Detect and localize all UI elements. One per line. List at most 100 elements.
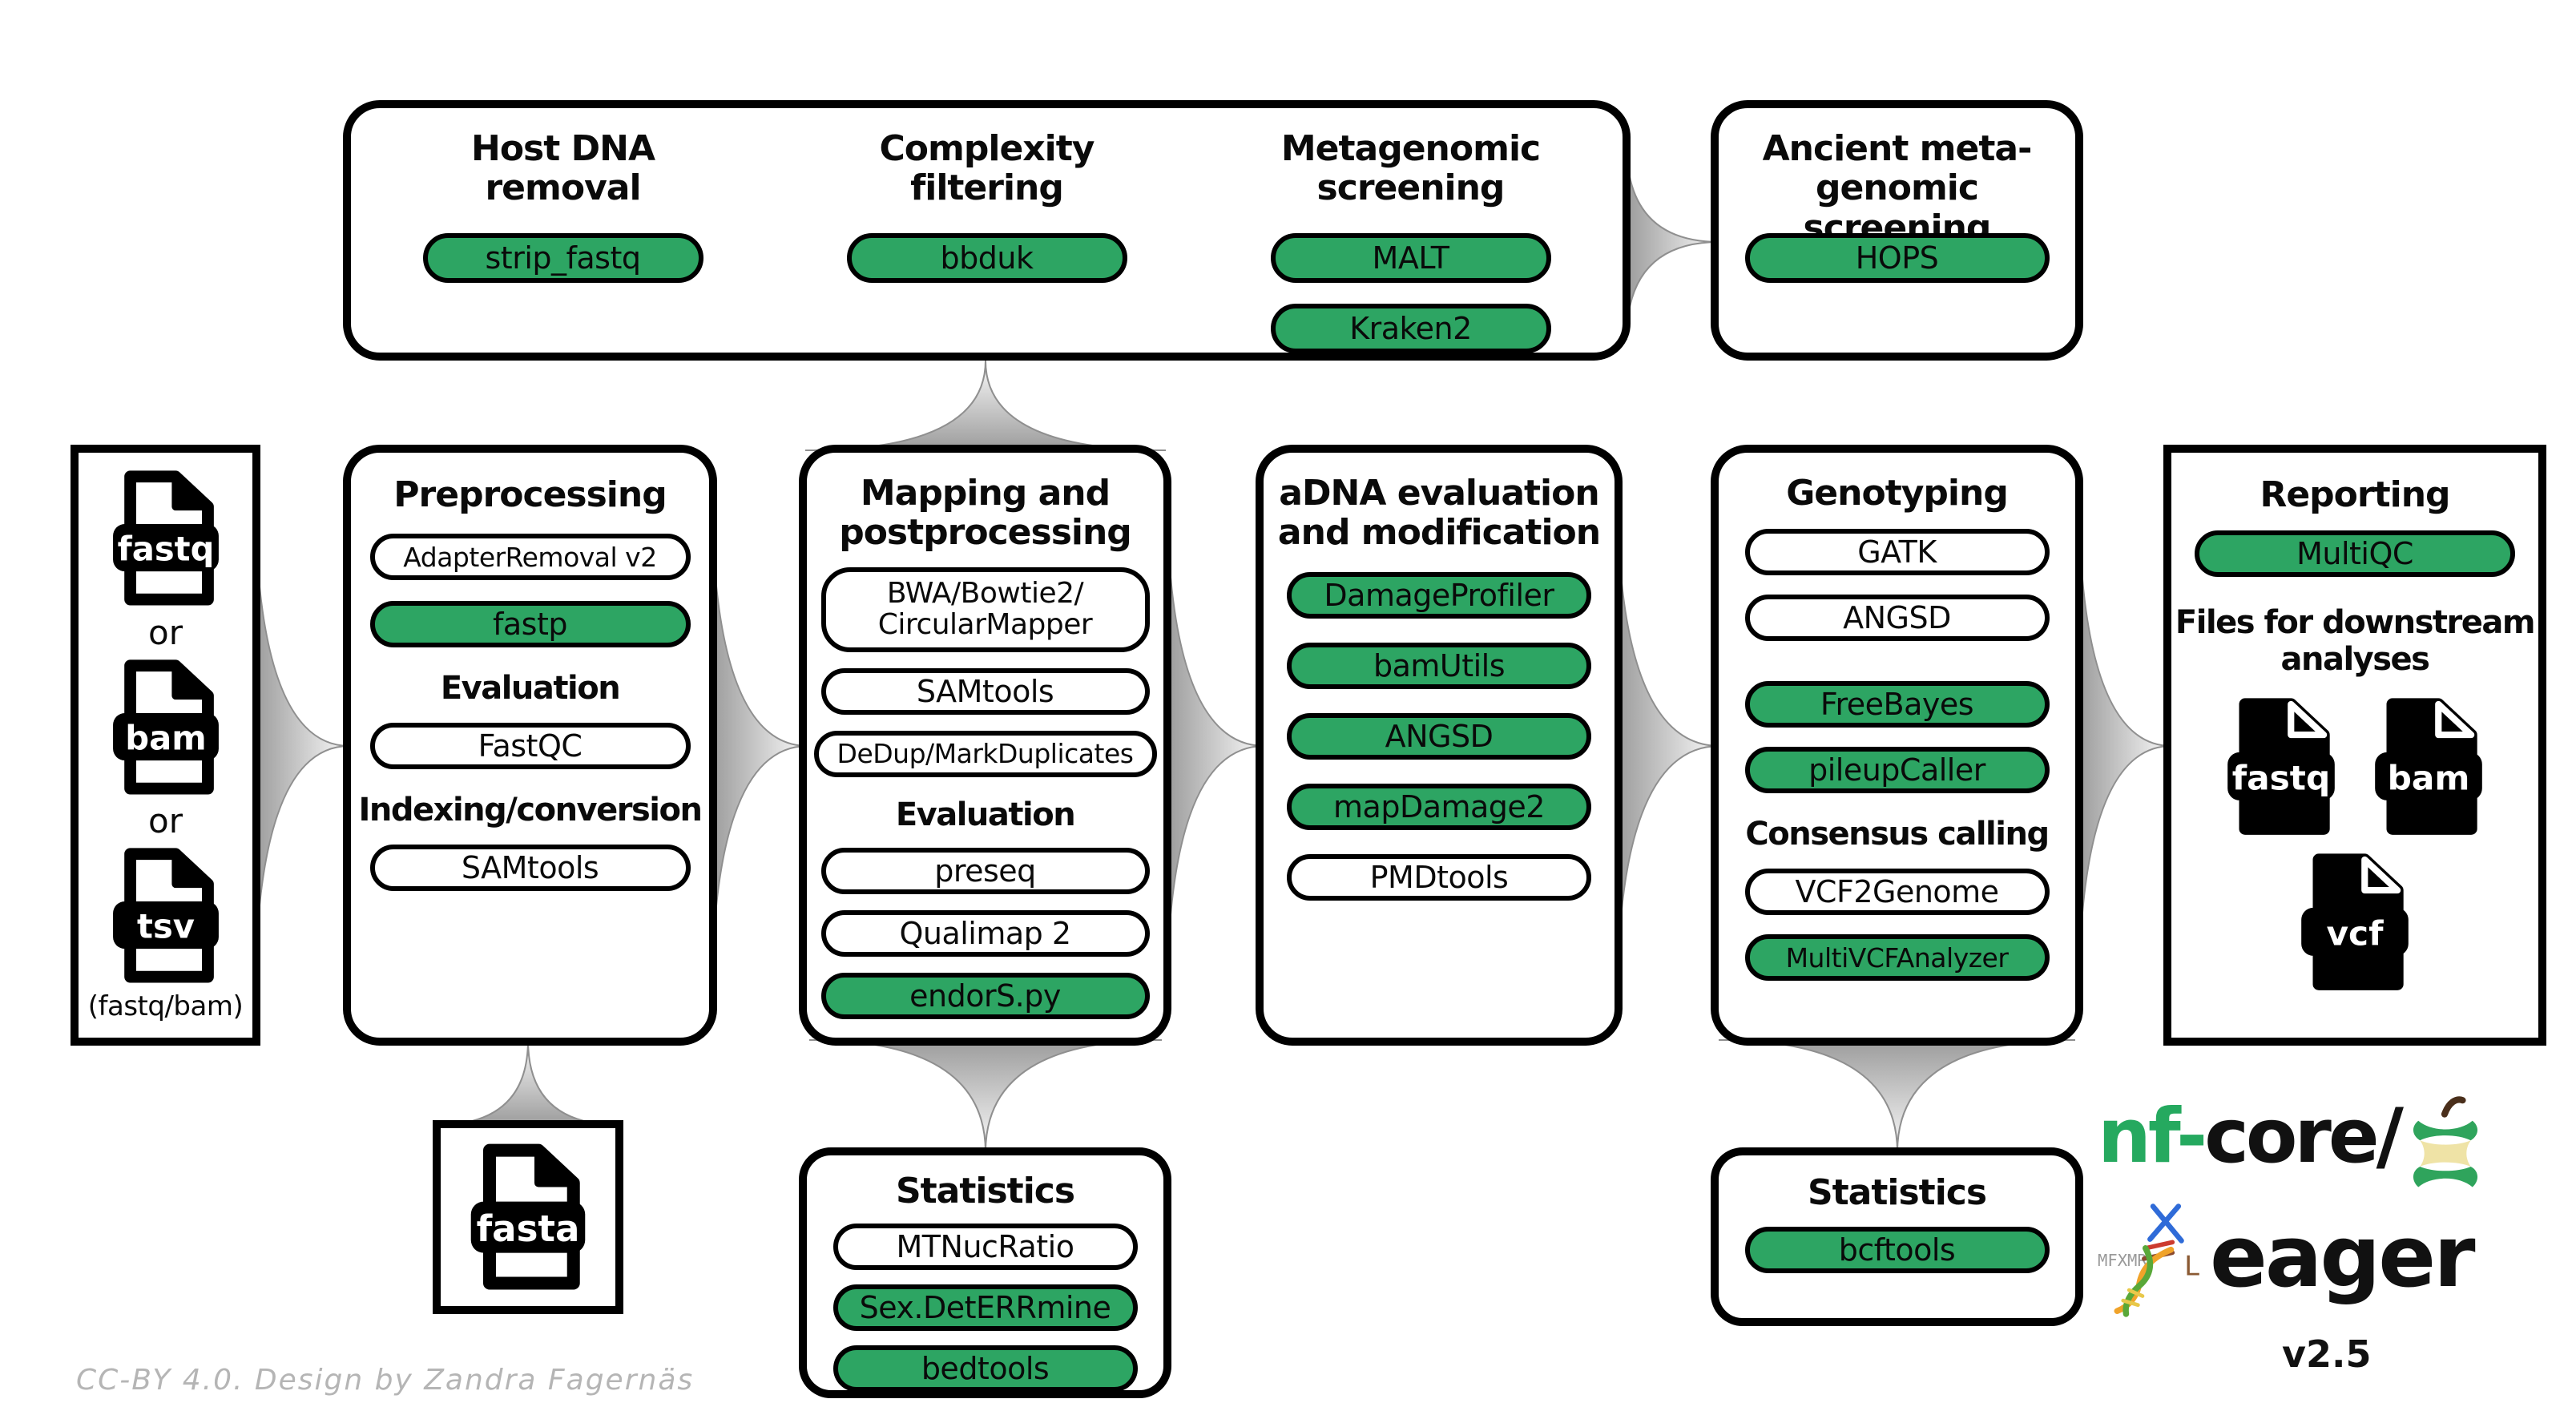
file-icon-label: fastq <box>2232 759 2331 798</box>
tool-pill-label: strip_fastq <box>485 240 641 276</box>
complexity-filtering-title: Complexity filtering <box>879 128 1095 209</box>
tool-pill-fastqc: FastQC <box>369 723 691 770</box>
tool-pill-label: Sex.DetERRmine <box>859 1290 1111 1326</box>
flow-arrow-mapping-to-adna <box>1166 480 1265 1012</box>
flow-arrow-screening-to-ancient <box>1626 143 1720 341</box>
genotyping-box: Genotyping GATK ANGSD FreeBayes pileupCa… <box>1711 445 2083 1046</box>
tool-pill-multivcfanalyzer: MultiVCFAnalyzer <box>1744 934 2050 982</box>
tool-pill-damageprofiler: DamageProfiler <box>1287 571 1591 619</box>
tool-pill-label: mapDamage2 <box>1333 788 1545 824</box>
flow-arrow-mapping-to-statistics <box>808 1039 1163 1153</box>
tool-pill-label: GATK <box>1857 534 1937 570</box>
bam-output-file-icon: bam <box>2375 698 2482 836</box>
complexity-filtering-column: Complexity filtering bbduk <box>846 128 1127 353</box>
host-dna-removal-title: Host DNA removal <box>471 128 655 209</box>
apple-core-icon <box>2413 1096 2477 1187</box>
input-files-caption: (fastq/bam) <box>87 990 244 1023</box>
tool-pill-label: ANGSD <box>1385 718 1494 754</box>
tool-pill-label: FastQC <box>478 728 583 764</box>
logo-version: v2.5 <box>2282 1332 2372 1376</box>
tool-pill-preseq: preseq <box>820 847 1150 894</box>
flow-arrow-adna-to-genotyping <box>1616 480 1720 1012</box>
tool-pill-label: MALT <box>1372 240 1449 276</box>
tool-pill-label: FreeBayes <box>1820 687 1974 723</box>
flow-arrow-genotyping-to-reporting <box>2078 480 2172 1012</box>
mapping-title: Mapping and postprocessing <box>839 473 1132 554</box>
evaluation-section-title: Evaluation <box>440 670 621 708</box>
reporting-title: Reporting <box>2260 474 2450 515</box>
file-icon-label: bam <box>125 718 206 757</box>
tool-pill-samtools: SAMtools <box>369 845 691 892</box>
flow-arrow-input-to-preprocessing <box>254 480 350 1012</box>
reporting-box: Reporting MultiQC Files for downstream a… <box>2163 445 2546 1046</box>
tool-pill-pmdtools: PMDtools <box>1287 853 1591 901</box>
tool-pill-label: AdapterRemoval v2 <box>403 541 657 573</box>
tool-pill-hops: HOPS <box>1744 233 2050 283</box>
metagenomic-screening-column: Metagenomic screening MALT Kraken2 <box>1270 129 1551 353</box>
tool-pill-label: Kraken2 <box>1349 311 1472 346</box>
tool-pill-label: VCF2Genome <box>1795 874 1999 910</box>
statistics-mapping-title: Statistics <box>895 1171 1075 1211</box>
tool-pill-label: HOPS <box>1855 240 1939 276</box>
reporting-file-icons-row: fastq bam <box>2221 695 2489 837</box>
logo-app-row: MFXMR L eager <box>2098 1190 2558 1324</box>
tool-pill-label: DamageProfiler <box>1324 577 1554 613</box>
rune-l-glyph: L <box>2184 1250 2199 1281</box>
or-label: or <box>148 801 183 841</box>
fasta-reference-box: fasta <box>433 1120 623 1314</box>
tool-pill-label: ANGSD <box>1843 600 1951 636</box>
fastq-file-icon: fastq <box>112 470 219 606</box>
adna-title: aDNA evaluation and modification <box>1277 473 1601 554</box>
nf-core-eager-logo: nf-core/ MFXMR L eager <box>2098 1096 2558 1376</box>
tool-pill-dedup-markduplicates: DeDup/MarkDuplicates <box>813 730 1157 777</box>
credit-text: CC-BY 4.0. Design by Zandra Fagernäs <box>76 1364 695 1397</box>
preprocessing-title: Preprocessing <box>393 474 667 515</box>
screening-box: Host DNA removal strip_fastq Complexity … <box>343 100 1631 361</box>
mapping-evaluation-section-title: Evaluation <box>895 796 1076 833</box>
logo-core-text: core/ <box>2204 1093 2404 1180</box>
tool-pill-label: BWA/Bowtie2/ <box>886 576 1084 610</box>
host-dna-removal-column: Host DNA removal strip_fastq <box>422 128 703 353</box>
files-downstream-title: Files for downstream analyses <box>2175 604 2536 679</box>
tool-pill-label: Qualimap 2 <box>899 915 1071 951</box>
tool-pill-kraken2: Kraken2 <box>1270 304 1551 353</box>
tool-pill-label: pileupCaller <box>1808 752 1985 788</box>
genotyping-title: Genotyping <box>1786 473 2009 514</box>
ancient-screening-box: Ancient meta- genomic screening HOPS <box>1711 100 2083 361</box>
input-files-box: fastq or bam or tsv (fastq/bam) <box>71 445 260 1046</box>
file-icon-label: fastq <box>117 529 214 568</box>
tool-pill-angsd-adna: ANGSD <box>1287 712 1591 760</box>
tool-pill-label: bamUtils <box>1373 647 1506 683</box>
statistics-mapping-box: Statistics MTNucRatio Sex.DetERRmine bed… <box>799 1147 1171 1398</box>
tool-pill-multiqc: MultiQC <box>2195 530 2515 578</box>
logo-eager-text: eager <box>2210 1207 2475 1306</box>
rune-text: MFXMR <box>2098 1251 2147 1270</box>
tool-pill-samtools-mapping: SAMtools <box>820 667 1150 715</box>
tool-pill-label: preseq <box>934 853 1036 889</box>
tool-pill-label: fastp <box>493 607 567 643</box>
tool-pill-strip-fastq: strip_fastq <box>422 233 703 283</box>
statistics-genotyping-title: Statistics <box>1807 1172 1987 1213</box>
tool-pill-mtnucratio: MTNucRatio <box>832 1224 1138 1271</box>
tool-pill-bamutils: bamUtils <box>1287 642 1591 689</box>
tool-pill-label: MultiQC <box>2296 536 2413 572</box>
fasta-file-icon: fasta <box>470 1144 586 1290</box>
consensus-calling-section-title: Consensus calling <box>1745 816 2050 853</box>
tool-pill-label: CircularMapper <box>877 607 1093 641</box>
tool-pill-vcf2genome: VCF2Genome <box>1744 869 2050 916</box>
tool-pill-label: MultiVCFAnalyzer <box>1785 941 2009 974</box>
or-label: or <box>148 612 183 652</box>
adna-box: aDNA evaluation and modification DamageP… <box>1256 445 1623 1046</box>
tool-pill-label: SAMtools <box>916 673 1054 709</box>
file-icon-label: bam <box>2388 759 2470 798</box>
tool-pill-qualimap2: Qualimap 2 <box>820 909 1150 957</box>
bam-file-icon: bam <box>112 659 219 795</box>
flow-arrow-mapping-to-screening <box>804 360 1167 451</box>
tool-pill-label: bcftools <box>1838 1232 1956 1268</box>
file-icon-label: vcf <box>2327 913 2385 953</box>
tool-pill-bbduk: bbduk <box>846 233 1127 283</box>
file-icon-label: tsv <box>137 907 195 946</box>
tool-pill-pileupcaller: pileupCaller <box>1744 747 2050 794</box>
